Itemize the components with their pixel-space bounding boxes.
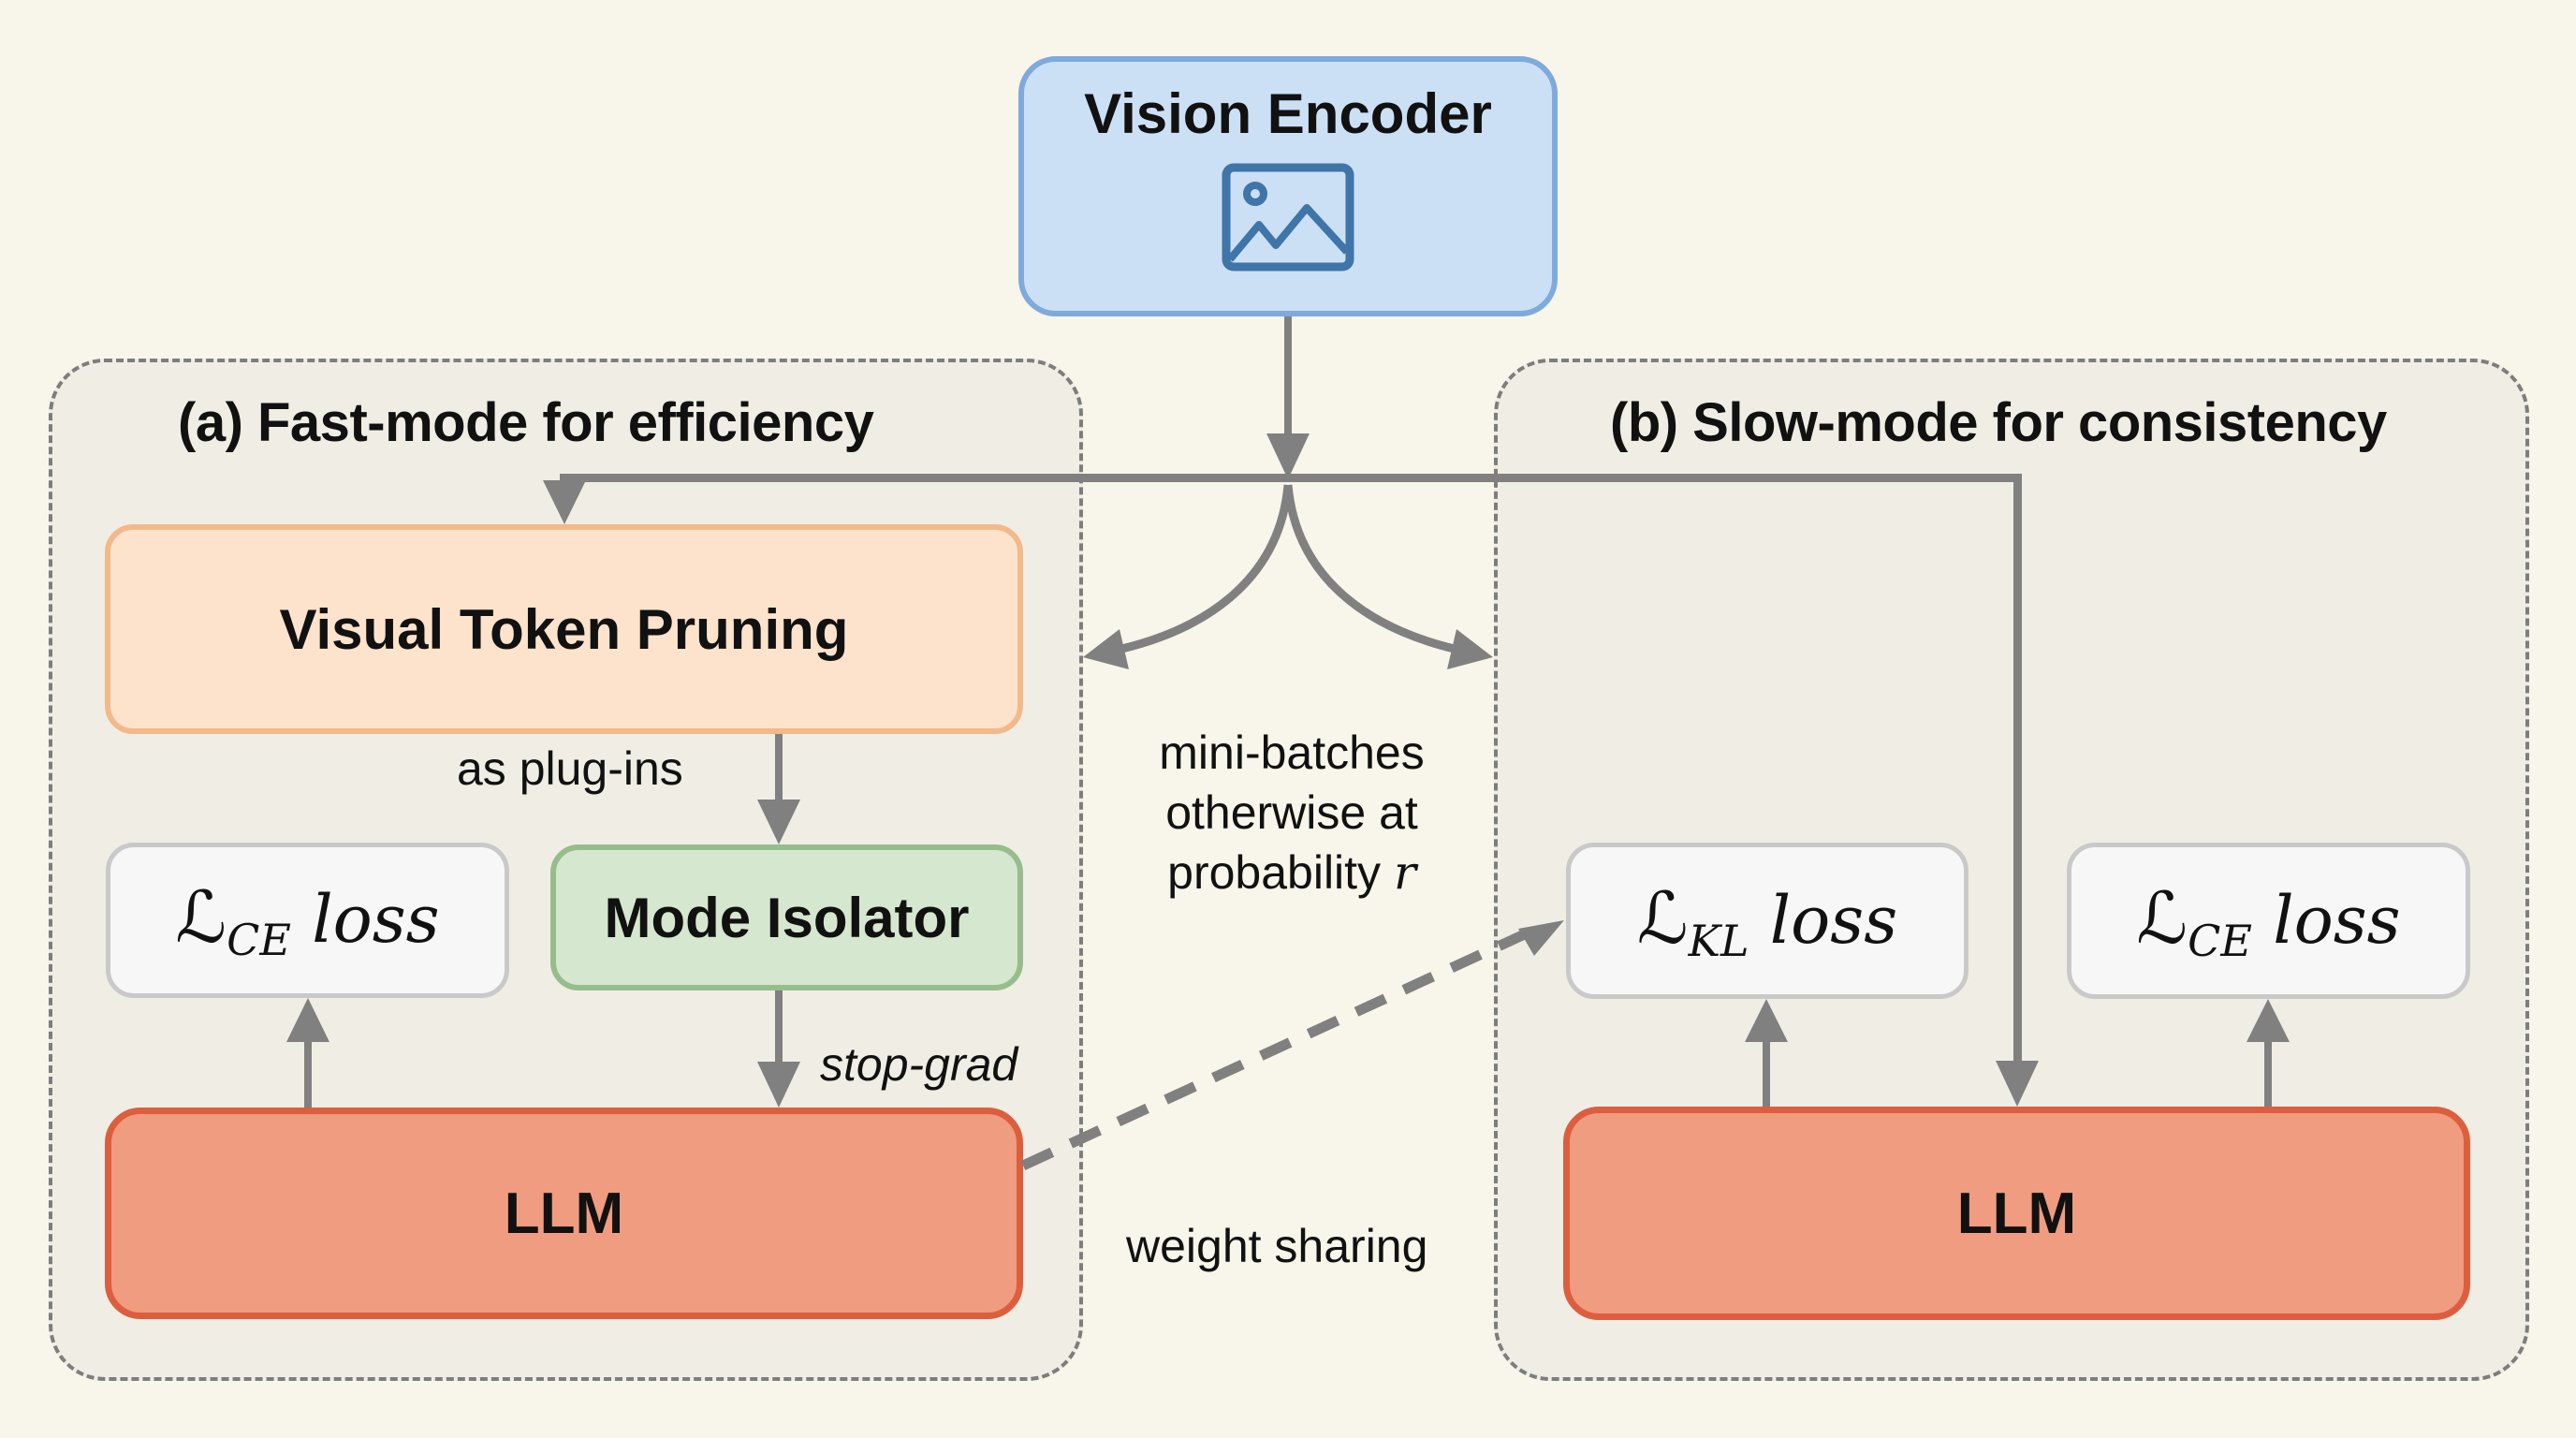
- slow-mode-title: (b) Slow-mode for consistency: [1610, 392, 2387, 453]
- slow-ce-loss-box: ℒCE loss: [2067, 843, 2470, 999]
- fast-ce-loss-formula: ℒCE loss: [175, 875, 440, 965]
- distribution-line: [560, 474, 2022, 482]
- visual-token-pruning-label: Visual Token Pruning: [279, 597, 849, 661]
- pruning-input-arrow: [543, 474, 586, 524]
- slow-ce-loss-formula: ℒCE loss: [2136, 875, 2401, 966]
- pruning-to-isolator-arrow: [757, 734, 800, 844]
- curve-to-slow-arrow: [1283, 484, 1468, 656]
- slow-llm-to-ce-arrow: [2247, 999, 2290, 1107]
- curve-to-fast-arrow: [1108, 484, 1293, 656]
- slow-llm-to-kl-arrow: [1745, 999, 1788, 1107]
- slow-llm-box: LLM: [1563, 1107, 2470, 1320]
- slow-kl-loss-formula: ℒKL loss: [1636, 875, 1898, 966]
- fast-llm-box: LLM: [105, 1108, 1023, 1319]
- slow-kl-loss-box: ℒKL loss: [1566, 843, 1969, 999]
- mini-batches-note: mini-batches otherwise at probability r: [1159, 726, 1425, 900]
- slow-llm-label: LLM: [1956, 1181, 2077, 1246]
- weight-sharing-arrow: [1020, 920, 1564, 1170]
- fast-ce-loss-box: ℒCE loss: [106, 843, 509, 998]
- slow-llm-input-arrow: [1996, 474, 2039, 1107]
- fast-llm-label: LLM: [504, 1181, 624, 1246]
- vision-encoder-label: Vision Encoder: [1084, 82, 1492, 145]
- visual-token-pruning-box: Visual Token Pruning: [105, 524, 1023, 734]
- vision-encoder-box: Vision Encoder: [1018, 56, 1558, 316]
- probability-variable: r: [1393, 845, 1416, 900]
- fast-mode-title: (a) Fast-mode for efficiency: [178, 392, 874, 453]
- encoder-down-arrow: [1266, 316, 1310, 479]
- mode-isolator-box: Mode Isolator: [550, 844, 1023, 990]
- mode-isolator-label: Mode Isolator: [604, 886, 970, 949]
- weight-sharing-note: weight sharing: [1126, 1220, 1428, 1272]
- curve-to-fast-arrowhead: [1083, 629, 1129, 669]
- fast-llm-to-ce-arrow: [286, 998, 329, 1108]
- isolator-to-llm-arrow: [757, 990, 800, 1108]
- plugins-note: as plug-ins: [457, 742, 683, 795]
- curve-to-slow-arrowhead: [1447, 629, 1493, 669]
- stop-grad-note: stop-grad: [820, 1038, 1018, 1091]
- image-icon: [1222, 163, 1354, 276]
